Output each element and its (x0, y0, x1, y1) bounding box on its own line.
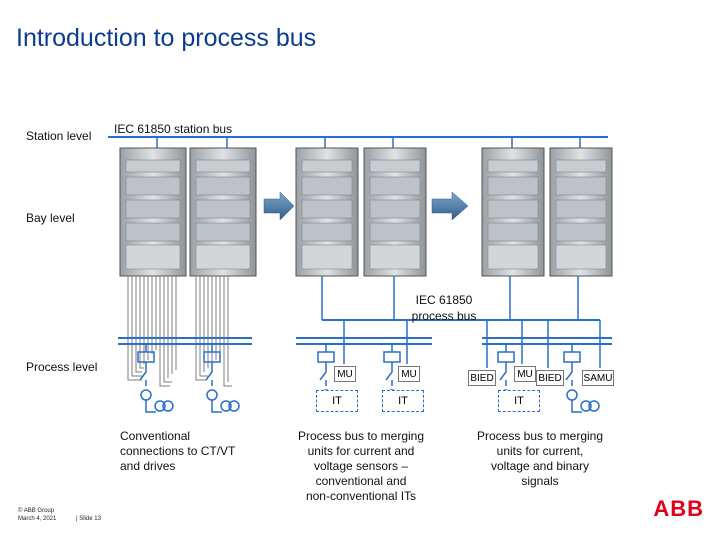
merging-unit-1: MU (334, 366, 356, 382)
caption-conventional: Conventional connections to CT/VT and dr… (120, 429, 270, 474)
process-bus-label-line-1: IEC 61850 (415, 293, 473, 307)
cabinet-6 (549, 147, 613, 277)
caption-conventional-line-1: Conventional (120, 429, 191, 443)
caption-process-bus-2-line-3: voltage and binary (490, 459, 590, 473)
station-bus (108, 136, 608, 148)
bay-level-label: Bay level (26, 211, 75, 225)
footer-date: March 4, 2021 (18, 516, 57, 522)
process-level-label: Process level (26, 360, 98, 374)
cabinet-1 (119, 147, 187, 277)
caption-process-bus-1-line-2: units for current and (307, 444, 415, 458)
footer-copyright: © ABB Group (18, 508, 55, 514)
cabinet-3 (295, 147, 359, 277)
instrument-transformer-2: IT (382, 390, 424, 412)
arrow-right-1 (263, 191, 295, 221)
conventional-wiring (127, 276, 232, 387)
bay-ied-1: BIED (468, 370, 496, 386)
stand-alone-merging-unit: SAMU (582, 370, 614, 386)
merging-unit-3: MU (514, 366, 536, 382)
cabinet-5 (481, 147, 545, 277)
merging-unit-2: MU (398, 366, 420, 382)
caption-process-bus-1: Process bus to merging units for current… (290, 429, 432, 504)
station-level-label: Station level (26, 129, 92, 143)
process-bus-label-line-2: process bus (411, 309, 477, 323)
caption-process-bus-1-line-1: Process bus to merging (297, 429, 425, 443)
arrow-right-2 (431, 191, 469, 221)
caption-process-bus-1-line-4: conventional and (315, 474, 407, 488)
process-bus-label: IEC 61850 process bus (404, 292, 484, 324)
caption-process-bus-2: Process bus to merging units for current… (470, 429, 610, 489)
slide-title: Introduction to process bus (16, 24, 317, 52)
cabinet-4 (363, 147, 427, 277)
bay-ied-2: BIED (536, 370, 564, 386)
instrument-transformer-3: IT (498, 390, 540, 412)
caption-conventional-line-2: connections to CT/VT (120, 444, 236, 458)
caption-process-bus-2-line-1: Process bus to merging (476, 429, 604, 443)
caption-process-bus-2-line-2: units for current, (496, 444, 584, 458)
cabinet-2 (189, 147, 257, 277)
caption-process-bus-1-line-5: non-conventional ITs (305, 489, 417, 503)
footer-slide-number: | Slide 13 (76, 516, 101, 522)
switchgear-busbars (118, 337, 612, 345)
caption-process-bus-2-line-4: signals (521, 474, 559, 488)
caption-process-bus-1-line-3: voltage sensors – (313, 459, 409, 473)
station-bus-label: IEC 61850 station bus (114, 122, 233, 136)
abb-logo: ABB (653, 496, 704, 521)
instrument-transformer-1: IT (316, 390, 358, 412)
caption-conventional-line-3: and drives (120, 459, 176, 473)
